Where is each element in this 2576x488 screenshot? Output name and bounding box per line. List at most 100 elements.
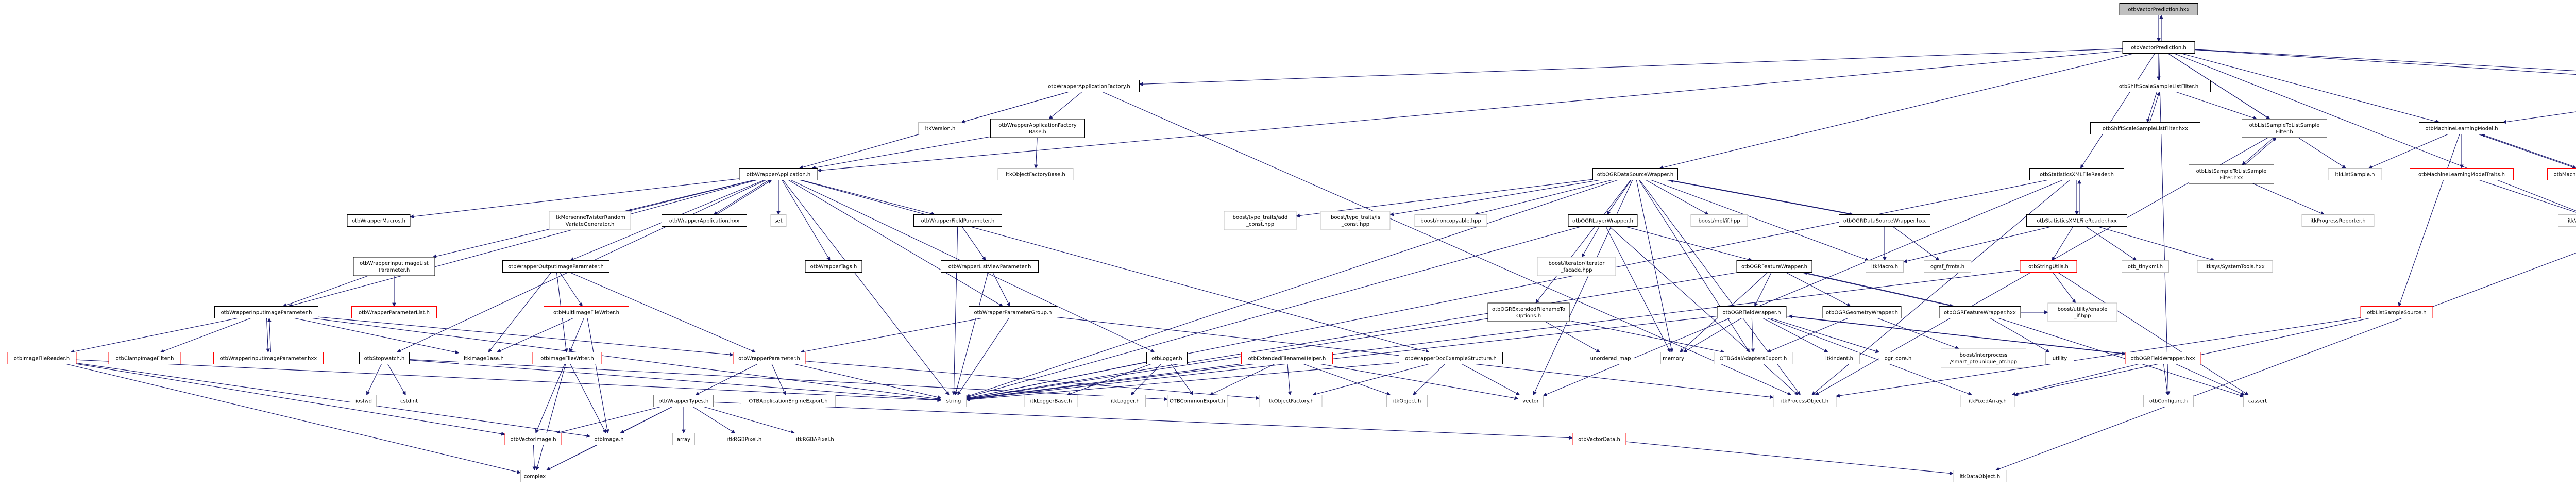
graph-node-otbogrfieldwrapper-h[interactable]: otbOGRFieldWrapper.h [1717, 306, 1787, 318]
graph-node-otbstatisticsxmlfilereader-h[interactable]: otbStatisticsXMLFileReader.h [2029, 168, 2124, 180]
graph-node-otblistsamplesource-h[interactable]: otbListSampleSource.h [2360, 306, 2433, 318]
graph-node-itkvariablelengthvector-h[interactable]: itkVariableLengthVector.h [2558, 214, 2576, 227]
graph-node-itkobject-h[interactable]: itkObject.h [1386, 395, 1428, 407]
include-edge [1990, 318, 2050, 352]
node-label: otbWrapperOutputImageParameter.h [508, 264, 604, 270]
graph-node-otbwrapperlistviewparameter-h[interactable]: otbWrapperListViewParameter.h [941, 260, 1039, 273]
graph-node-otbwrapperapplication-h[interactable]: otbWrapperApplication.h [739, 168, 818, 180]
graph-node-itkversion-h[interactable]: itkVersion.h [918, 122, 962, 134]
include-edge [1803, 271, 1956, 307]
graph-node-memory[interactable]: memory [1660, 352, 1686, 364]
graph-node-otbshiftscalesamplelistfilter-h[interactable]: otbShiftScaleSampleListFilter.h [2107, 80, 2211, 92]
graph-node-itkprogressreporter-h[interactable]: itkProgressReporter.h [2301, 214, 2375, 227]
graph-node-otbimage-h[interactable]: otbImage.h [590, 433, 628, 445]
graph-node-otbstringutils-h[interactable]: otbStringUtils.h [2020, 260, 2077, 273]
graph-node-otbogrdatasourcewrapper-hxx[interactable]: otbOGRDataSourceWrapper.hxx [1839, 214, 1930, 227]
graph-node-otbwrapperinputimageparameter-hxx[interactable]: otbWrapperInputImageParameter.hxx [213, 352, 324, 364]
graph-node-otbwrapperfieldparameter-h[interactable]: otbWrapperFieldParameter.h [913, 214, 1002, 227]
graph-node-otbwrapperoutputimageparameter-h[interactable]: otbWrapperOutputImageParameter.h [502, 260, 609, 273]
graph-node-otbwrapperparameter-h[interactable]: otbWrapperParameter.h [733, 352, 806, 364]
graph-node-itkindent-h[interactable]: itkIndent.h [1819, 352, 1860, 364]
graph-node-otblogger-h[interactable]: otbLogger.h [1146, 352, 1188, 364]
graph-node-otbwrapperapplication-hxx[interactable]: otbWrapperApplication.hxx [662, 214, 747, 227]
graph-node-otbapplicationengineexport-h[interactable]: OTBApplicationEngineExport.h [741, 395, 836, 407]
graph-node-itkmersennetwisterrandomvariategenerator-h[interactable]: itkMersenneTwisterRandomVariateGenerator… [549, 211, 631, 230]
graph-node-otbogrfieldwrapper-hxx[interactable]: otbOGRFieldWrapper.hxx [2125, 352, 2201, 364]
graph-node-ogr-core-h[interactable]: ogr_core.h [1879, 352, 1917, 364]
graph-node-itkrgbpixel-h[interactable]: itkRGBPixel.h [721, 433, 768, 445]
graph-node-utility[interactable]: utility [2045, 352, 2074, 364]
graph-node-otbvectorprediction-hxx[interactable]: otbVectorPrediction.hxx [2119, 3, 2198, 15]
graph-node-otbshiftscalesamplelistfilter-hxx[interactable]: otbShiftScaleSampleListFilter.hxx [2090, 122, 2200, 134]
graph-node-itkimagebase-h[interactable]: itkImageBase.h [459, 352, 509, 364]
graph-node-otbwrappertypes-h[interactable]: otbWrapperTypes.h [653, 395, 714, 407]
graph-node-otbcommonexport-h[interactable]: OTBCommonExport.h [1167, 395, 1228, 407]
graph-node-itksys-systemtools-hxx[interactable]: itksys/SystemTools.hxx [2197, 260, 2273, 273]
graph-node-otbogrlayerwrapper-h[interactable]: otbOGRLayerWrapper.h [1568, 214, 1638, 227]
graph-node-otbvectorprediction-h[interactable]: otbVectorPrediction.h [2122, 41, 2195, 54]
graph-node-otbogrdatasourcewrapper-h[interactable]: otbOGRDataSourceWrapper.h [1592, 168, 1678, 180]
graph-node-otbstatisticsxmlfilereader-hxx[interactable]: otbStatisticsXMLFileReader.hxx [2026, 214, 2127, 227]
graph-node-otbclampimagefilter-h[interactable]: otbClampImageFilter.h [108, 352, 181, 364]
graph-node-otbmachinelearningmodel-hxx[interactable]: otbMachineLearningModel.hxx [2547, 168, 2576, 180]
graph-node-complex[interactable]: complex [520, 470, 549, 482]
graph-node-ogrsf-frmts-h[interactable]: ogrsf_frmts.h [1924, 260, 1971, 273]
graph-node-boost-interprocess-smart-ptr-unique-ptr-hpp[interactable]: boost/interprocess/smart_ptr/unique_ptr.… [1941, 348, 2026, 368]
graph-node-itkmacro-h[interactable]: itkMacro.h [1866, 260, 1904, 273]
graph-node-boost-noncopyable-hpp[interactable]: boost/noncopyable.hpp [1414, 214, 1487, 227]
graph-node-itkrgbapixel-h[interactable]: itkRGBAPixel.h [790, 433, 840, 445]
graph-node-vector[interactable]: vector [1518, 395, 1544, 407]
graph-node-boost-type-traits-add-const-hpp[interactable]: boost/type_traits/add_const.hpp [1224, 211, 1297, 230]
graph-node-otbwrapperapplicationfactory-h[interactable]: otbWrapperApplicationFactory.h [1039, 80, 1140, 92]
graph-node-cstdint[interactable]: cstdint [395, 395, 423, 407]
graph-node-otbgdaladaptersexport-h[interactable]: OTBGdalAdaptersExport.h [1714, 352, 1793, 364]
node-label: otbVectorPrediction.h [2131, 45, 2186, 51]
graph-node-itkobjectfactorybase-h[interactable]: itkObjectFactoryBase.h [997, 168, 1074, 180]
graph-node-boost-type-traits-is-const-hpp[interactable]: boost/type_traits/is_const.hpp [1320, 211, 1391, 230]
graph-node-cassert[interactable]: cassert [2243, 395, 2272, 407]
graph-node-itkdataobject-h[interactable]: itkDataObject.h [1953, 470, 2007, 482]
node-label: set [774, 218, 782, 224]
graph-node-otbvectorimage-h[interactable]: otbVectorImage.h [504, 433, 562, 445]
node-label: otbOGRLayerWrapper.h [1572, 218, 1633, 224]
graph-node-otbimagefilewriter-h[interactable]: otbImageFileWriter.h [532, 352, 602, 364]
graph-node-itkprocessobject-h[interactable]: itkProcessObject.h [1773, 395, 1837, 407]
graph-node-otbogrgeometrywrapper-h[interactable]: otbOGRGeometryWrapper.h [1822, 306, 1902, 318]
graph-node-otbwrappertags-h[interactable]: otbWrapperTags.h [805, 260, 862, 273]
graph-node-itklistsample-h[interactable]: itkListSample.h [2328, 168, 2382, 180]
graph-node-otbextendedfilenamehelper-h[interactable]: otbExtendedFilenameHelper.h [1241, 352, 1333, 364]
graph-node-otb-tinyxml-h[interactable]: otb_tinyxml.h [2122, 260, 2169, 273]
graph-node-otbmachinelearningmodel-h[interactable]: otbMachineLearningModel.h [2419, 122, 2504, 134]
graph-node-otbwrappermacros-h[interactable]: otbWrapperMacros.h [347, 214, 411, 227]
graph-node-itkfixedarray-h[interactable]: itkFixedArray.h [1960, 395, 2015, 407]
graph-node-otbwrapperparameterlist-h[interactable]: otbWrapperParameterList.h [351, 306, 437, 318]
graph-node-otbogrfeaturewrapper-hxx[interactable]: otbOGRFeatureWrapper.hxx [1939, 306, 2021, 318]
graph-node-otbimagefilereader-h[interactable]: otbImageFileReader.h [7, 352, 77, 364]
graph-node-otbvectordata-h[interactable]: otbVectorData.h [1572, 433, 1626, 445]
graph-node-otbwrapperinputimageparameter-h[interactable]: otbWrapperInputImageParameter.h [214, 306, 318, 318]
graph-node-itklogger-h[interactable]: itkLogger.h [1105, 395, 1146, 407]
graph-node-itkloggerbase-h[interactable]: itkLoggerBase.h [1024, 395, 1078, 407]
graph-node-otbmachinelearningmodeltraits-h[interactable]: otbMachineLearningModelTraits.h [2410, 168, 2514, 180]
include-edge [1785, 272, 1851, 307]
graph-node-itkobjectfactory-h[interactable]: itkObjectFactory.h [1259, 395, 1323, 407]
graph-node-set[interactable]: set [770, 214, 787, 227]
graph-node-array[interactable]: array [672, 433, 695, 445]
graph-node-iosfwd[interactable]: iosfwd [351, 395, 377, 407]
graph-node-otbconfigure-h[interactable]: otbConfigure.h [2143, 395, 2194, 407]
graph-node-unordered-map[interactable]: unordered_map [1587, 352, 1634, 364]
graph-node-otbogrfeaturewrapper-h[interactable]: otbOGRFeatureWrapper.h [1736, 260, 1812, 273]
graph-node-boost-mpl-if-hpp[interactable]: boost/mpl/if.hpp [1690, 214, 1748, 227]
graph-node-boost-iterator-iterator-facade-hpp[interactable]: boost/iterator/iterator_facade.hpp [1537, 257, 1616, 276]
graph-node-boost-utility-enable-if-hpp[interactable]: boost/utility/enable_if.hpp [2047, 302, 2117, 322]
graph-node-otbwrapperparametergroup-h[interactable]: otbWrapperParameterGroup.h [969, 306, 1057, 318]
graph-node-otbmultiimagefilewriter-h[interactable]: otbMultiImageFileWriter.h [544, 306, 629, 318]
graph-node-string[interactable]: string [941, 395, 967, 407]
graph-node-otbstopwatch-h[interactable]: otbStopwatch.h [359, 352, 410, 364]
graph-node-otbwrapperdocexamplestructure-h[interactable]: otbWrapperDocExampleStructure.h [1399, 352, 1503, 364]
